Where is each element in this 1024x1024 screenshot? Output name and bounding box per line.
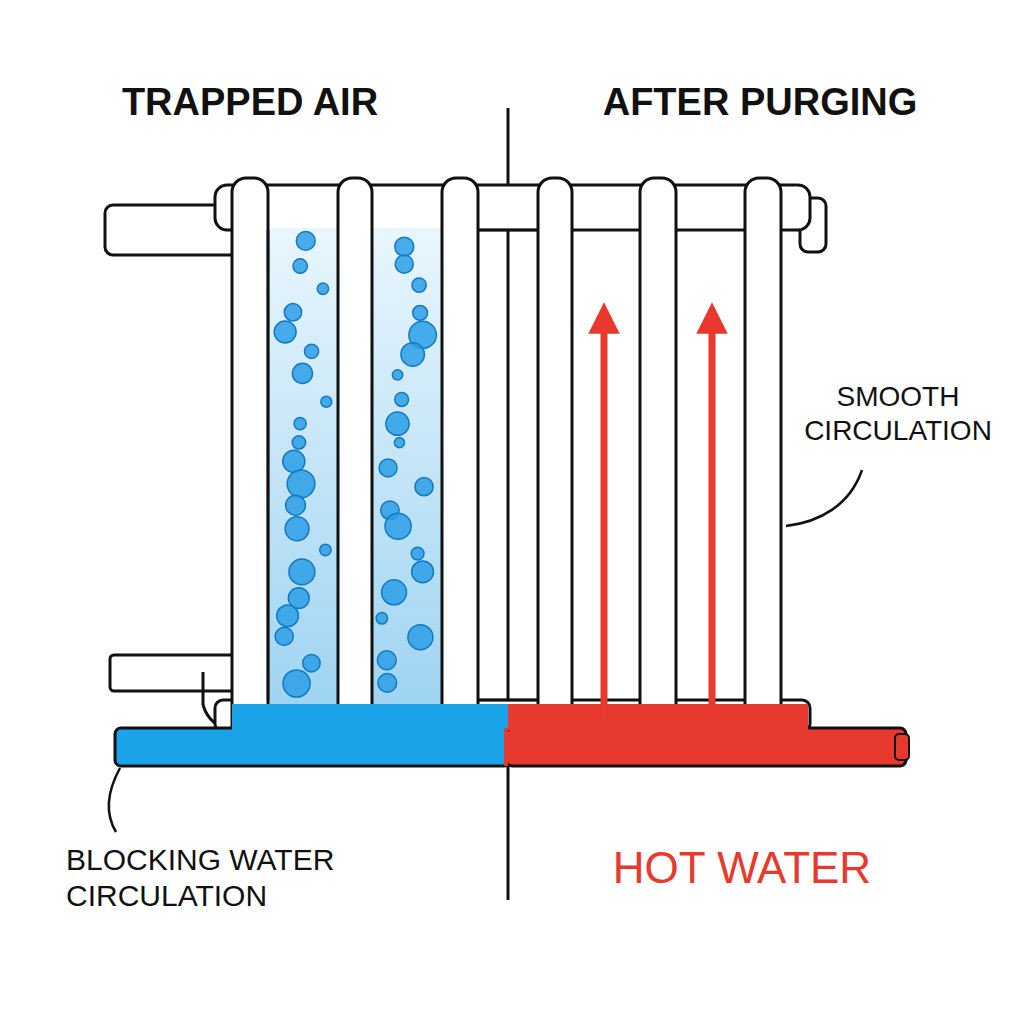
bottom-header	[215, 700, 810, 732]
air-bubble	[377, 651, 396, 670]
air-bubble	[293, 259, 307, 273]
air-filled-section	[372, 228, 442, 704]
section-edge	[478, 699, 538, 702]
air-bubble	[401, 343, 424, 366]
air-bubble	[274, 321, 296, 343]
air-bubble	[385, 513, 411, 539]
section-edge	[478, 229, 538, 232]
air-bubble	[394, 438, 404, 448]
air-bubble	[408, 625, 433, 650]
flow-arrow	[709, 318, 716, 725]
air-bubble	[395, 393, 409, 407]
hot-water-header	[508, 704, 808, 730]
section-heading: TRAPPED AIR	[40, 80, 460, 126]
air-bubble	[283, 670, 310, 697]
pipe-end	[895, 734, 909, 760]
air-bubble	[286, 495, 306, 515]
air-bubble	[303, 654, 320, 671]
air-bubble	[413, 305, 428, 320]
air-bubble	[382, 580, 407, 605]
air-bubble	[378, 673, 397, 692]
pipe-joint	[504, 728, 508, 766]
air-bubble	[284, 304, 301, 321]
air-bubble	[292, 436, 305, 449]
air-bubble	[292, 363, 312, 383]
radiator-column	[442, 178, 478, 744]
air-bubble	[321, 396, 332, 407]
section-heading: AFTER PURGING	[540, 80, 980, 126]
leader-line	[786, 470, 862, 526]
cold-water-pipe	[115, 728, 510, 766]
air-bubble	[277, 605, 299, 627]
air-bubble	[392, 370, 402, 380]
air-bubble	[379, 459, 397, 477]
air-bubble	[411, 547, 424, 560]
air-bubble	[285, 517, 309, 541]
air-bubble	[376, 613, 387, 624]
section-edge	[267, 230, 270, 700]
radiator-column	[640, 178, 676, 744]
air-bubble	[412, 278, 426, 292]
air-bubble	[287, 470, 315, 498]
radiator-column	[745, 178, 781, 744]
air-bubble	[412, 561, 434, 583]
air-bubble	[275, 627, 293, 645]
hot-water-pipe	[506, 728, 906, 766]
leader-line	[109, 768, 120, 832]
air-bubble	[304, 344, 318, 358]
callout-label: SMOOTH CIRCULATION	[792, 380, 1004, 447]
air-bubble	[317, 283, 328, 294]
air-bubble	[320, 544, 331, 555]
air-bubble	[395, 255, 413, 273]
callout-label: BLOCKING WATER CIRCULATION	[66, 842, 406, 914]
radiator-column	[538, 178, 572, 744]
air-filled-section	[268, 228, 338, 704]
radiator-column	[232, 178, 268, 744]
air-bubble	[296, 232, 315, 251]
radiator-column	[338, 178, 372, 744]
top-header	[215, 185, 810, 230]
air-bubble	[386, 412, 409, 435]
air-bubble	[289, 559, 315, 585]
flow-arrow	[601, 318, 608, 725]
air-bubble	[415, 478, 433, 496]
callout-label: HOT WATER	[572, 842, 912, 895]
air-bubble	[395, 237, 414, 256]
air-bubble	[283, 450, 305, 472]
valve-stem	[202, 672, 205, 705]
cold-water-header	[232, 704, 508, 730]
air-bubble	[294, 418, 306, 430]
valve-pipe	[110, 655, 238, 691]
